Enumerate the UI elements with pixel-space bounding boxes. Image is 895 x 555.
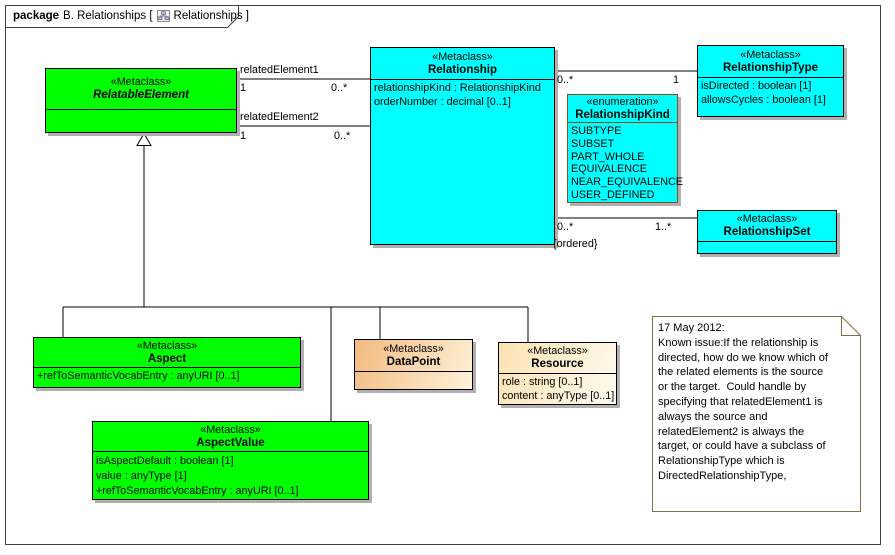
class-name-label: RelationshipKind xyxy=(575,108,670,121)
class-name-label: DataPoint xyxy=(386,355,441,368)
class-name-label: RelatableElement xyxy=(93,89,189,101)
stereotype-label: «Metaclass» xyxy=(110,76,172,88)
attributes-compartment: relationshipKind : RelationshipKind orde… xyxy=(371,80,554,111)
stereotype-label: «Metaclass» xyxy=(740,48,801,61)
attribute-item: content : anyType [0..1] xyxy=(502,389,615,402)
package-header-tab: package B. Relationships [ Relationships… xyxy=(5,5,249,29)
class-name-label: Relationship xyxy=(427,63,497,76)
attribute-item: +refToSemanticVocabEntry : anyURI [0..1] xyxy=(96,485,299,497)
note-fold-icon xyxy=(841,316,861,336)
package-keyword: package xyxy=(13,10,60,22)
multiplicity-relationship-set-target: 1..* xyxy=(655,221,672,233)
attribute-item: isDirected : boolean [1] xyxy=(701,80,812,92)
enum-literal: EQUIVALENCE xyxy=(571,163,647,176)
multiplicity-related-element1-target: 0..* xyxy=(331,82,348,94)
multiplicity-relationship-type-target: 1 xyxy=(673,74,680,86)
attribute-item: isAspectDefault : boolean [1] xyxy=(96,455,234,467)
attribute-item: orderNumber : decimal [0..1] xyxy=(374,95,511,108)
stereotype-label: «Metaclass» xyxy=(527,345,588,357)
enum-literal: PART_WHOLE xyxy=(571,150,645,163)
diagram-frame xyxy=(5,5,881,545)
generalization-arrowhead xyxy=(136,132,152,146)
class-title: «Metaclass» RelationshipType xyxy=(698,46,843,78)
class-title: «Metaclass» Relationship xyxy=(371,48,554,80)
class-title: «Metaclass» RelationshipSet xyxy=(698,211,836,242)
attribute-item: +refToSemanticVocabEntry : anyURI [0..1] xyxy=(37,370,240,382)
attribute-item: allowsCycles : boolean [1] xyxy=(701,93,826,106)
enum-literal: SUBSET xyxy=(571,137,615,150)
class-title: «Metaclass» RelatableElement xyxy=(46,69,236,110)
multiplicity-related-element2-target: 0..* xyxy=(334,130,351,142)
role-label-related-element1: relatedElement1 xyxy=(240,64,319,76)
stereotype-label: «Metaclass» xyxy=(200,423,261,436)
attributes-compartment xyxy=(698,242,836,246)
class-title: «Metaclass» Resource xyxy=(499,343,616,374)
class-title: «Metaclass» DataPoint xyxy=(355,340,472,372)
note-shape xyxy=(652,316,861,512)
attributes-compartment: +refToSemanticVocabEntry : anyURI [0..1] xyxy=(34,368,300,386)
class-name-label: Resource xyxy=(531,358,584,370)
class-relatable-element[interactable]: «Metaclass» RelatableElement xyxy=(45,68,237,133)
multiplicity-relationship-type-source: 0..* xyxy=(557,74,574,86)
attributes-compartment xyxy=(46,110,236,114)
stereotype-label: «enumeration» xyxy=(586,95,659,108)
class-name-label: RelationshipType xyxy=(723,61,818,74)
attribute-item: relationshipKind : RelationshipKind xyxy=(374,82,541,94)
multiplicity-related-element1-source: 1 xyxy=(240,82,247,94)
enum-literal: USER_DEFINED xyxy=(571,188,655,201)
diagram-name: Relationships ] xyxy=(173,10,249,22)
class-aspect-value[interactable]: «Metaclass» AspectValue isAspectDefault … xyxy=(92,421,369,500)
class-name-label: RelationshipSet xyxy=(723,226,811,238)
stereotype-label: «Metaclass» xyxy=(383,342,444,355)
attributes-compartment: isAspectDefault : boolean [1] value : an… xyxy=(93,452,368,501)
class-relationship-set[interactable]: «Metaclass» RelationshipSet xyxy=(697,210,837,254)
class-title: «enumeration» RelationshipKind xyxy=(568,95,677,123)
class-relationship[interactable]: «Metaclass» Relationship relationshipKin… xyxy=(370,47,555,245)
enum-literals-compartment: SUBTYPE SUBSET PART_WHOLE EQUIVALENCE NE… xyxy=(568,123,684,204)
class-aspect[interactable]: «Metaclass» Aspect +refToSemanticVocabEn… xyxy=(33,337,301,388)
note-box[interactable]: 17 May 2012: Known issue:If the relation… xyxy=(651,315,863,513)
stereotype-label: «Metaclass» xyxy=(432,50,493,63)
enum-literal: SUBTYPE xyxy=(571,125,622,137)
attributes-compartment: isDirected : boolean [1] allowsCycles : … xyxy=(698,78,843,109)
multiplicity-relationship-set-source: 0..* xyxy=(557,221,574,233)
constraint-ordered: {ordered} xyxy=(553,238,598,250)
enum-literal: NEAR_EQUIVALENCE xyxy=(571,176,684,189)
class-data-point[interactable]: «Metaclass» DataPoint xyxy=(354,339,473,390)
class-name-label: AspectValue xyxy=(196,436,265,449)
class-name-label: Aspect xyxy=(147,352,187,365)
package-name: B. Relationships [ xyxy=(63,10,153,22)
attributes-compartment xyxy=(355,372,472,376)
role-label-related-element2: relatedElement2 xyxy=(240,111,319,123)
attribute-item: value : anyType [1] xyxy=(96,470,187,482)
multiplicity-related-element2-source: 1 xyxy=(240,130,247,142)
diagram-icon xyxy=(156,10,170,22)
stereotype-label: «Metaclass» xyxy=(136,339,198,352)
package-tab-shape xyxy=(5,5,239,28)
attribute-item: role : string [0..1] xyxy=(502,376,583,388)
class-title: «Metaclass» AspectValue xyxy=(93,422,368,452)
attributes-compartment: role : string [0..1] content : anyType [… xyxy=(499,374,616,405)
note-text: 17 May 2012: Known issue:If the relation… xyxy=(658,322,828,482)
class-title: «Metaclass» Aspect xyxy=(34,338,300,368)
stereotype-label: «Metaclass» xyxy=(736,213,798,225)
class-resource[interactable]: «Metaclass» Resource role : string [0..1… xyxy=(498,342,617,405)
class-relationship-type[interactable]: «Metaclass» RelationshipType isDirected … xyxy=(697,45,844,117)
package-tab-text: package B. Relationships [ Relationships… xyxy=(13,5,249,27)
enum-relationship-kind[interactable]: «enumeration» RelationshipKind SUBTYPE S… xyxy=(567,94,684,204)
